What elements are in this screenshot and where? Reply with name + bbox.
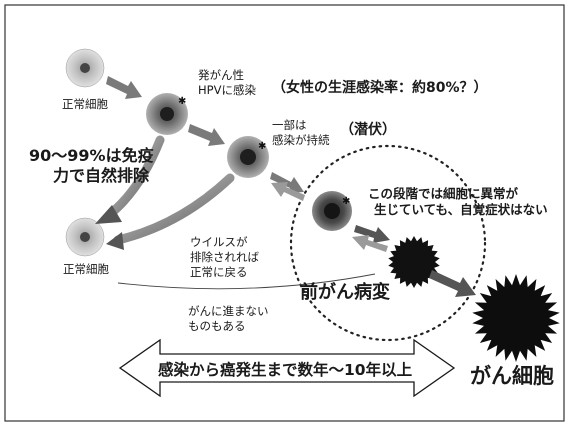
arrow-immune-clearance-head <box>95 205 122 224</box>
cancer-cell <box>472 274 560 362</box>
label-virus-removed: ウイルスが 排除されれば 正常に戻る <box>190 235 259 279</box>
infected-cell: ✱ <box>146 93 188 135</box>
arrow-virus-clearance <box>113 173 235 245</box>
label-normal-cell-bottom: 正常細胞 <box>63 262 109 276</box>
precancer-dotted-circle <box>289 144 487 342</box>
precancer-cell-advanced <box>388 236 440 288</box>
arrow-precancer-to-advanced <box>354 225 390 243</box>
arrow-virus-clearance-head <box>106 232 124 250</box>
arrow-precancer-back <box>271 182 305 201</box>
svg-text:✱: ✱ <box>342 196 350 207</box>
duration-double-arrow <box>118 338 456 398</box>
precancer-cell: ✱ <box>312 191 352 231</box>
label-latent: （潜伏） <box>340 122 396 138</box>
label-lifetime-rate: （女性の生涯感染率：約80%？） <box>272 80 488 96</box>
persistent-infected-cell: ✱ <box>227 136 269 178</box>
svg-text:✱: ✱ <box>178 96 186 107</box>
svg-text:✱: ✱ <box>258 141 266 152</box>
frame-border <box>4 4 565 422</box>
normal-cell-top <box>65 48 105 88</box>
label-duration: 感染から癌発生まで数年〜10年以上 <box>158 361 413 379</box>
arrow-infected-to-persistent <box>188 124 225 146</box>
label-persistent: 一部は 感染が持続 <box>272 118 330 147</box>
label-infection: 発がん性 HPVに感染 <box>198 68 256 97</box>
label-immune-clearance: 90〜99%は免疫 力で自然排除 <box>29 146 154 185</box>
label-abnormal-no-symptoms: この段階では細胞に異常が 生じていても、自覚症状はない <box>368 186 548 217</box>
arrow-advanced-back <box>352 235 388 252</box>
label-normal-cell-top: 正常細胞 <box>62 97 108 111</box>
label-cancer-cell: がん細胞 <box>470 364 554 388</box>
label-precancer: 前がん病変 <box>300 282 390 303</box>
arrow-immune-clearance <box>105 135 165 219</box>
label-no-progress: がんに進まない ものもある <box>188 304 269 333</box>
arrow-advanced-to-cancer <box>429 270 476 297</box>
normal-cell-bottom <box>65 217 105 257</box>
thin-curve-line <box>117 273 376 290</box>
arrow-normal-to-infected <box>106 76 142 99</box>
